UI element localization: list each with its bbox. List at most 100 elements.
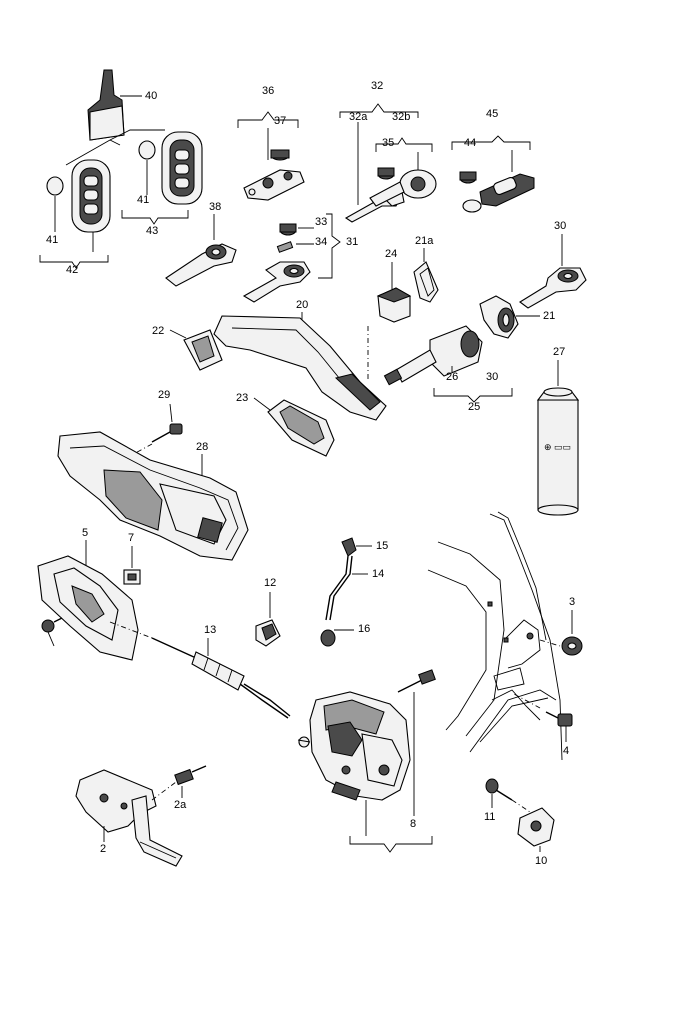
- leader-29: [169, 403, 173, 423]
- part-3-nut: [561, 636, 583, 656]
- label-25: 25: [468, 401, 480, 413]
- part-37-grommet: [270, 149, 290, 161]
- part-20-door-handle: [213, 315, 387, 421]
- brace-25: [433, 388, 513, 403]
- label-34: 34: [315, 236, 327, 248]
- part-11-screw: [485, 778, 513, 801]
- part-7-clip: [123, 569, 141, 585]
- axis-11: [511, 799, 531, 813]
- part-45-remote-key: [462, 173, 535, 213]
- label-35: 35: [382, 137, 394, 149]
- part-16-knob: [320, 629, 336, 647]
- label-28: 28: [196, 441, 208, 453]
- label-24: 24: [385, 248, 397, 260]
- label-31: 31: [346, 236, 358, 248]
- brace-43: [121, 210, 189, 225]
- door-frame: [427, 511, 563, 761]
- part-15-cap: [341, 537, 357, 557]
- part-12-clip: [255, 619, 281, 647]
- label-2: 2: [100, 843, 106, 855]
- label-32b: 32b: [392, 111, 410, 123]
- part-21a-gasket: [413, 261, 439, 303]
- part-36-key-body: [243, 169, 305, 201]
- label-4: 4: [563, 745, 569, 757]
- part-31-key: [242, 261, 311, 303]
- label-14: 14: [372, 568, 384, 580]
- label-32: 32: [371, 80, 383, 92]
- axis-2a: [151, 781, 177, 801]
- can-marking: ⊕ ▭▭: [544, 442, 571, 452]
- brace-31: [318, 213, 341, 279]
- part-24-cap: [376, 287, 412, 323]
- part-42-remote-cover: [71, 159, 111, 233]
- brace-35: [375, 137, 433, 152]
- part-4-bolt: [545, 711, 573, 727]
- label-32a: 32a: [349, 111, 368, 123]
- label-20: 20: [296, 299, 308, 311]
- part-23-gasket: [267, 399, 335, 457]
- part-2-bracket: [75, 769, 183, 867]
- leader-23: [253, 397, 271, 411]
- part-21-lock-housing: [479, 295, 519, 339]
- label-30-bottom: 30: [486, 371, 498, 383]
- label-22: 22: [152, 325, 164, 337]
- part-29-screw: [151, 423, 183, 443]
- part-26-lock-cylinder: [383, 325, 483, 386]
- part-22-gasket: [183, 329, 223, 371]
- label-21: 21: [543, 310, 555, 322]
- label-40: 40: [145, 90, 157, 102]
- part-41-battery-left: [46, 176, 64, 196]
- label-15: 15: [376, 540, 388, 552]
- part-34-pin: [276, 241, 294, 253]
- label-11: 11: [484, 811, 495, 823]
- label-36: 36: [262, 85, 274, 97]
- label-3: 3: [569, 596, 575, 608]
- label-16: 16: [358, 623, 370, 635]
- part-27-spray-can: ⊕ ▭▭: [536, 387, 580, 516]
- part-43-remote-cover: [161, 131, 203, 205]
- label-8: 8: [410, 818, 416, 830]
- part-38-key: [165, 243, 237, 287]
- part-28-handle-carrier: [57, 431, 249, 561]
- axis-13: [109, 621, 153, 639]
- label-41-right: 41: [137, 194, 149, 206]
- leader-22: [169, 329, 187, 339]
- axis-3: [539, 639, 561, 647]
- part-13-cable: [151, 637, 291, 719]
- label-5: 5: [82, 527, 88, 539]
- label-23: 23: [236, 392, 248, 404]
- label-42: 42: [66, 264, 78, 276]
- part-30-key: [519, 267, 587, 309]
- part-35-grommet: [377, 167, 395, 180]
- brace-40: [65, 129, 165, 166]
- label-44: 44: [464, 137, 476, 149]
- label-43: 43: [146, 225, 158, 237]
- label-12: 12: [264, 577, 276, 589]
- label-41-left: 41: [46, 234, 58, 246]
- label-37: 37: [274, 115, 286, 127]
- part-32b-key-head: [369, 169, 437, 207]
- label-7: 7: [128, 532, 134, 544]
- label-13: 13: [204, 624, 216, 636]
- brace-lock: [349, 836, 433, 853]
- part-5-screw: [41, 617, 63, 647]
- label-29: 29: [158, 389, 170, 401]
- brace-36: [237, 111, 299, 128]
- part-14-rod: [325, 555, 353, 621]
- part-10-plate: [517, 807, 555, 847]
- label-30-top: 30: [554, 220, 566, 232]
- part-33-grommet: [279, 223, 297, 236]
- label-2a: 2a: [174, 799, 187, 811]
- part-40-key-head: [87, 69, 125, 141]
- door-lock-mechanism: [297, 691, 411, 801]
- label-10: 10: [535, 855, 547, 867]
- label-33: 33: [315, 216, 327, 228]
- part-5-bracket: [37, 555, 139, 661]
- brace-32: [339, 103, 419, 118]
- part-44-grommet: [459, 171, 477, 184]
- label-45: 45: [486, 108, 498, 120]
- part-2a-pin: [174, 765, 207, 786]
- label-27: 27: [553, 346, 565, 358]
- label-21a: 21a: [415, 235, 434, 247]
